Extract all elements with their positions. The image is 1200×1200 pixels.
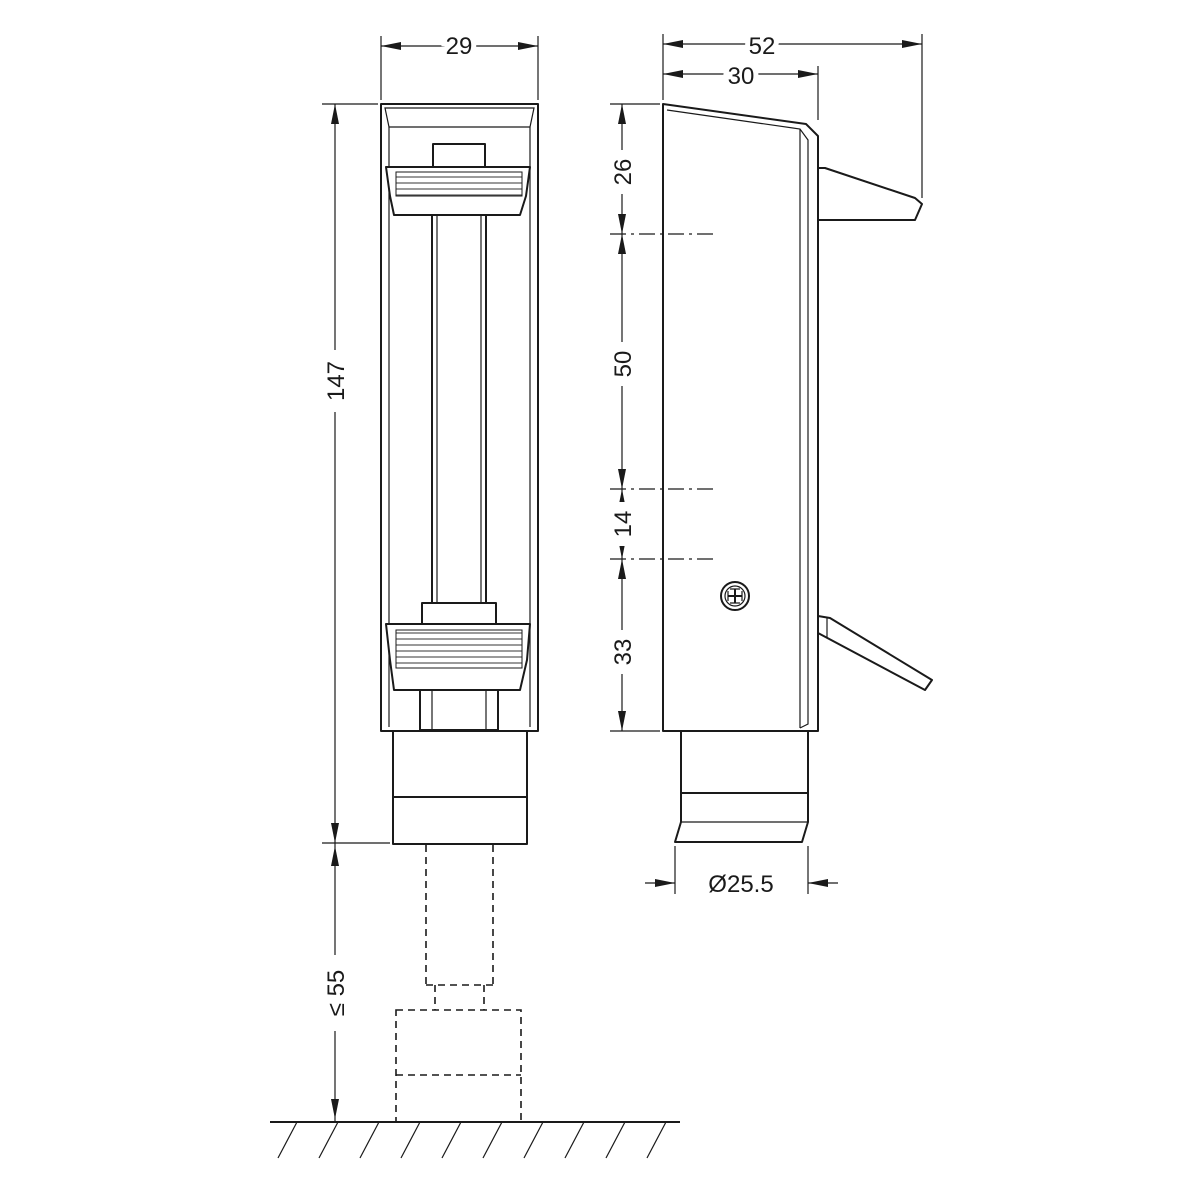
rod bbox=[431, 214, 487, 606]
dim-label-29: 29 bbox=[446, 33, 473, 60]
dim-label-stroke: ≤ 55 bbox=[323, 970, 350, 1017]
dim-diameter: Ø25.5 bbox=[645, 846, 838, 898]
dim-label-50: 50 bbox=[610, 351, 637, 378]
dim-front-width: 29 bbox=[380, 28, 539, 100]
floor bbox=[270, 1121, 680, 1159]
dim-label-52: 52 bbox=[749, 33, 776, 60]
dim-overall-width: 52 bbox=[662, 28, 923, 198]
dim-label-diameter: Ø25.5 bbox=[708, 871, 773, 898]
dim-vertical-chain: 26 50 14 33 bbox=[609, 103, 718, 732]
dim-body-width: 30 bbox=[663, 58, 819, 120]
side-housing bbox=[662, 103, 819, 732]
dim-label-14: 14 bbox=[610, 511, 637, 538]
dim-label-30: 30 bbox=[728, 63, 755, 90]
extended-position bbox=[395, 845, 522, 1123]
upper-pedal-ribs bbox=[395, 171, 523, 197]
lower-stem bbox=[419, 689, 499, 731]
front-view bbox=[270, 103, 680, 1159]
dim-stroke: ≤ 55 bbox=[322, 843, 350, 1122]
top-lever bbox=[817, 167, 923, 221]
screw-icon bbox=[720, 581, 750, 611]
dim-label-33: 33 bbox=[610, 639, 637, 666]
bottom-lever bbox=[817, 615, 933, 691]
dim-total-height: 147 bbox=[322, 103, 390, 844]
front-foot bbox=[392, 730, 528, 845]
dim-label-147: 147 bbox=[323, 361, 350, 401]
side-view bbox=[662, 103, 933, 843]
dim-label-26: 26 bbox=[610, 159, 637, 186]
lower-collar bbox=[421, 602, 497, 626]
side-foot bbox=[674, 730, 809, 843]
lower-pedal-ribs bbox=[395, 629, 523, 669]
upper-stem bbox=[432, 143, 486, 169]
